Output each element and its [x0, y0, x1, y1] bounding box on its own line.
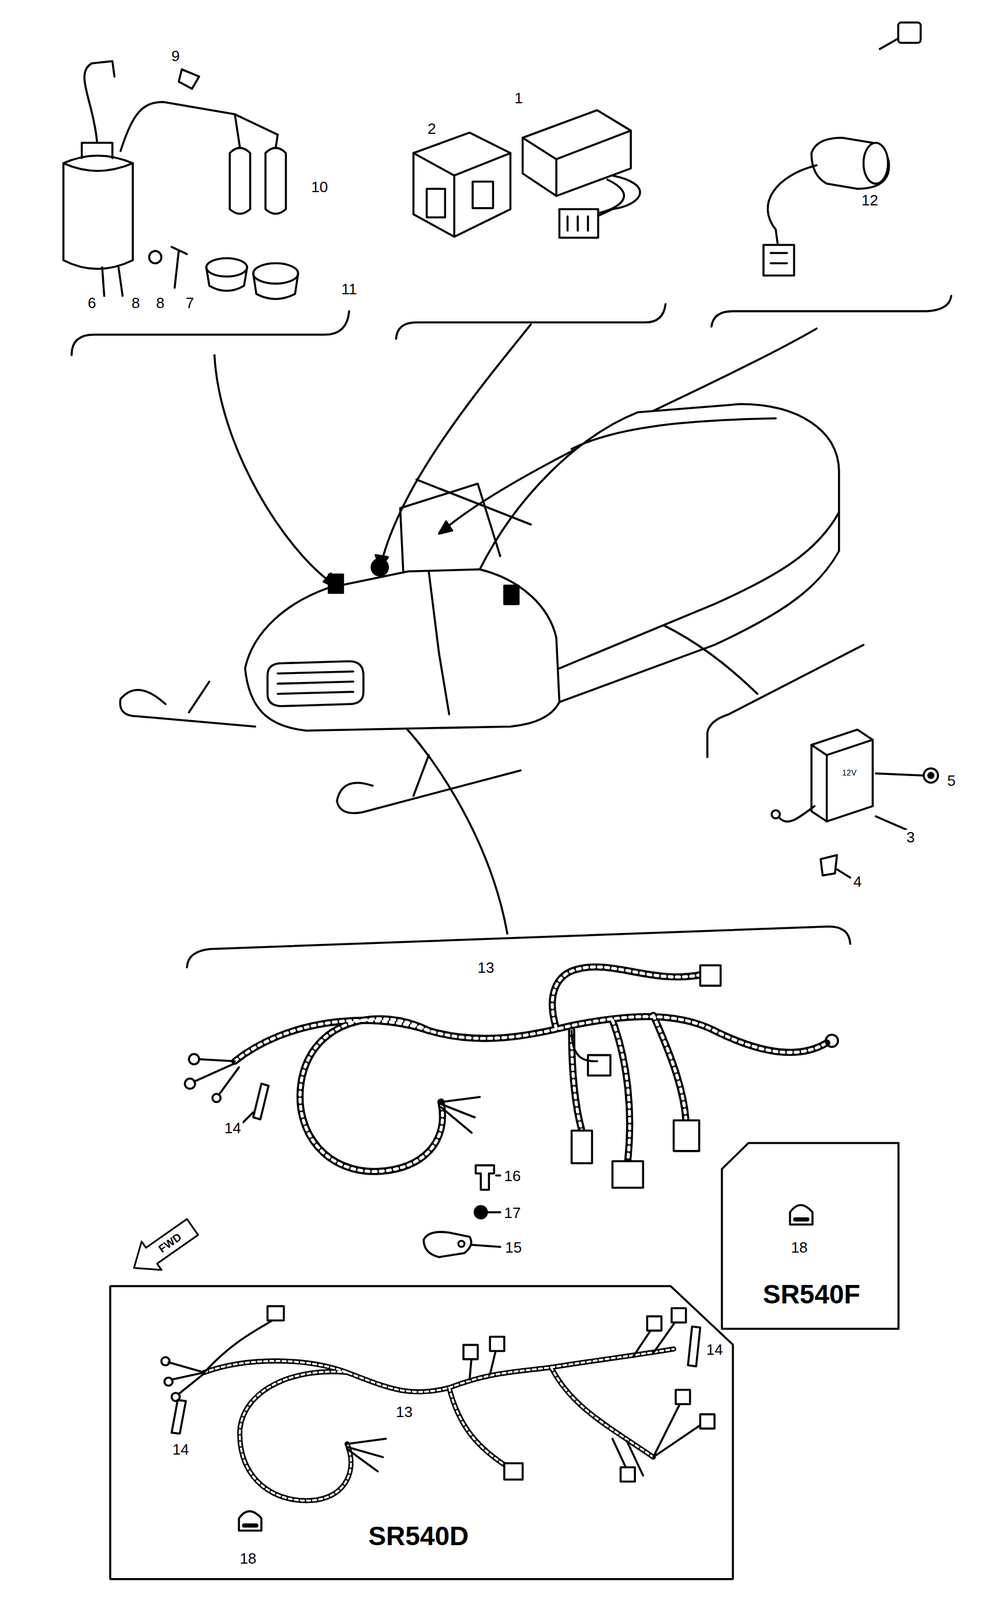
voltage-marking: 12V [840, 768, 859, 777]
callout-number: 12 [859, 192, 881, 208]
callout-number: 9 [169, 48, 182, 64]
callout-number: 16 [502, 1168, 523, 1184]
callout-number: 13 [394, 1404, 415, 1420]
callout-number: 7 [184, 295, 196, 311]
callout-number: 8 [154, 295, 166, 311]
callout-number: 14 [170, 1442, 192, 1458]
callout-number: 6 [85, 295, 98, 311]
callout-number: 4 [851, 874, 864, 890]
callout-number: 2 [425, 121, 438, 137]
model-name: SR540F [762, 1281, 861, 1308]
forward-arrow: FWD [124, 1212, 203, 1283]
node-outline-shape [110, 1286, 733, 1580]
callout-number: 5 [945, 773, 957, 789]
callout-number: 17 [502, 1205, 523, 1221]
callout-number: 18 [237, 1551, 258, 1567]
model-box: SR540D [110, 1286, 733, 1580]
callout-number: 13 [476, 960, 497, 976]
callout-number: 14 [704, 1342, 725, 1358]
callout-number: 11 [339, 281, 359, 297]
model-box: SR540F [721, 1143, 899, 1329]
model-name: SR540D [368, 1522, 469, 1550]
callout-number: 1 [512, 90, 524, 106]
callout-number: 8 [129, 295, 142, 311]
callout-number: 18 [789, 1240, 810, 1256]
callout-number: 10 [309, 179, 330, 195]
callout-number: 14 [222, 1120, 243, 1136]
node-outline-shape [721, 1143, 899, 1329]
callout-number: 3 [904, 829, 917, 845]
node-outline-shape [124, 1212, 203, 1283]
callout-number: 15 [503, 1240, 524, 1256]
